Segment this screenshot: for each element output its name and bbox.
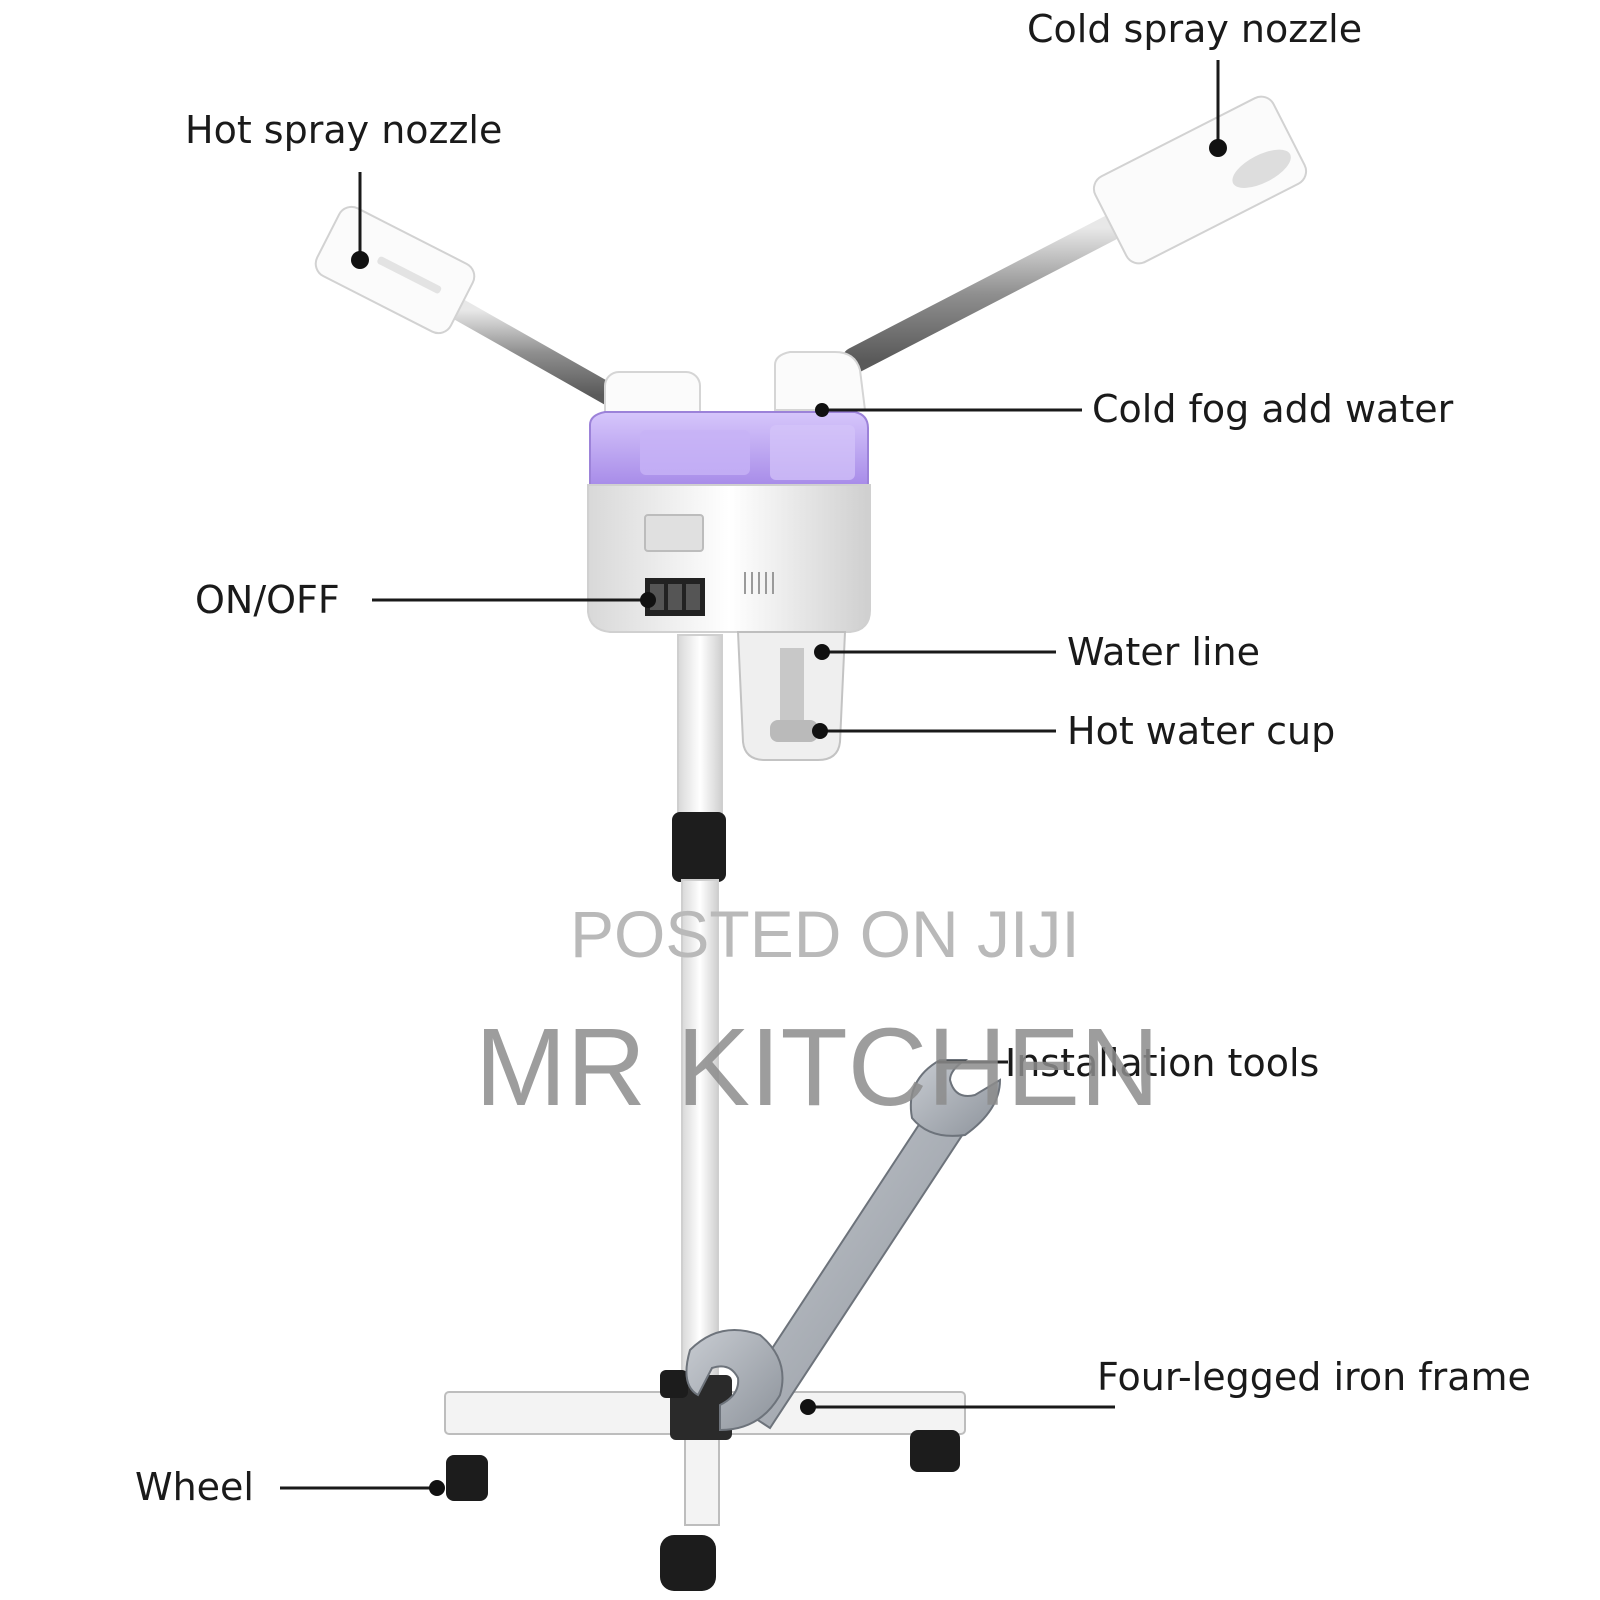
label-water-line: Water line — [1067, 630, 1260, 674]
cold-arm-rod — [842, 215, 1123, 373]
wrench-icon — [685, 1059, 1002, 1432]
label-on-off: ON/OFF — [195, 578, 340, 622]
label-cold-fog-add-water: Cold fog add water — [1092, 387, 1454, 431]
stand-pole-lower — [681, 879, 719, 1401]
steamer-machine — [314, 95, 1308, 1591]
label-wheel: Wheel — [135, 1465, 254, 1509]
label-hot-water-cup: Hot water cup — [1067, 709, 1335, 753]
leader-lines — [280, 60, 1227, 1496]
hot-spray-nozzle — [314, 205, 476, 335]
indicator-window — [644, 514, 704, 552]
hot-arm-rod — [449, 299, 621, 406]
height-adjust-knob — [672, 812, 726, 882]
label-installation-tools: Installation tools — [1005, 1041, 1319, 1085]
four-legged-iron-frame — [444, 1375, 966, 1526]
label-four-legged-iron-frame: Four-legged iron frame — [1097, 1355, 1531, 1399]
cold-arm-base — [774, 351, 867, 411]
wheel-icon — [446, 1370, 960, 1591]
watermark-posted-on: POSTED ON JIJI — [570, 897, 1080, 971]
stand-pole-upper — [677, 634, 723, 816]
watermark-seller: MR KITCHEN — [475, 1006, 1159, 1129]
cold-spray-nozzle — [1092, 95, 1308, 265]
machine-body — [587, 484, 871, 633]
label-cold-spray-nozzle: Cold spray nozzle — [1027, 7, 1362, 51]
vent-slots — [744, 572, 774, 594]
label-hot-spray-nozzle: Hot spray nozzle — [185, 108, 502, 152]
